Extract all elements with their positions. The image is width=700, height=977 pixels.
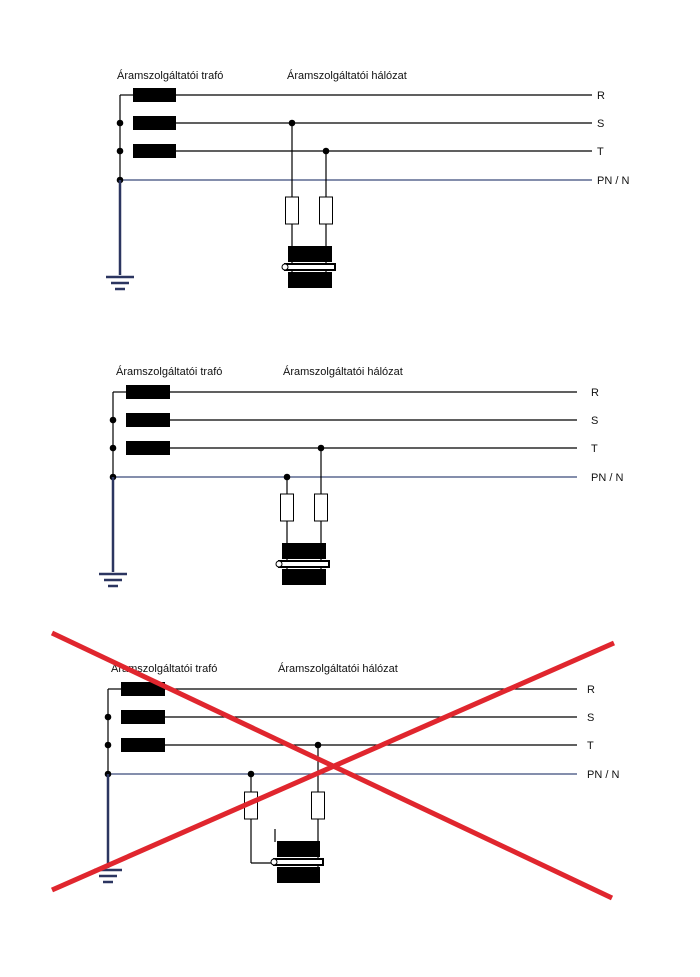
line-label: PN / N <box>597 175 629 187</box>
load-device-winding <box>288 246 332 262</box>
load-device-winding <box>288 272 332 288</box>
load-device-core <box>284 263 336 271</box>
fuse <box>311 791 325 820</box>
line-label: T <box>587 740 594 752</box>
transformer-winding <box>133 116 176 130</box>
housing-terminal <box>281 263 289 271</box>
junction-dot <box>104 741 112 749</box>
transformer-winding <box>133 144 176 158</box>
line-label: R <box>591 387 599 399</box>
line-label: S <box>587 712 594 724</box>
load-device-winding <box>282 569 326 585</box>
fuse <box>285 196 299 225</box>
diagram-2: Áramszolgáltatói trafó Áramszolgáltatói h… <box>99 365 623 588</box>
transformer-winding <box>126 385 170 399</box>
network-label: Áramszolgáltatói hálózat <box>283 365 403 378</box>
load-device-core <box>278 560 330 568</box>
line-label: T <box>597 146 604 158</box>
housing-terminal <box>270 858 278 866</box>
line-label: T <box>591 443 598 455</box>
line-label: PN / N <box>587 769 619 781</box>
junction-dot <box>104 713 112 721</box>
load-device-winding <box>282 543 326 559</box>
fuse <box>319 196 333 225</box>
transformer-winding <box>133 88 176 102</box>
fuse <box>314 493 328 522</box>
junction-dot <box>116 147 124 155</box>
load-device-core <box>273 858 324 866</box>
transformer-label: Áramszolgáltatói trafó <box>117 69 223 82</box>
transformer-winding <box>121 738 165 752</box>
line-label: S <box>591 415 598 427</box>
load-device-winding <box>277 841 320 857</box>
housing-terminal <box>275 560 283 568</box>
junction-dot <box>109 416 117 424</box>
line-label: S <box>597 118 604 130</box>
line-label: R <box>597 90 605 102</box>
network-label: Áramszolgáltatói hálózat <box>287 69 407 82</box>
diagram-1: Áramszolgáltatói trafó Áramszolgáltatói h… <box>106 69 629 291</box>
transformer-winding <box>126 441 170 455</box>
transformer-winding <box>121 710 165 724</box>
network-label: Áramszolgáltatói hálózat <box>278 662 398 675</box>
line-label: R <box>587 684 595 696</box>
transformer-winding <box>126 413 170 427</box>
junction-dot <box>109 444 117 452</box>
transformer-winding <box>121 682 165 696</box>
transformer-label: Áramszolgáltatói trafó <box>116 365 222 378</box>
load-device-winding <box>277 867 320 883</box>
cross-out-mark <box>50 640 616 893</box>
fuse <box>280 493 294 522</box>
line-label: PN / N <box>591 472 623 484</box>
junction-dot <box>116 119 124 127</box>
